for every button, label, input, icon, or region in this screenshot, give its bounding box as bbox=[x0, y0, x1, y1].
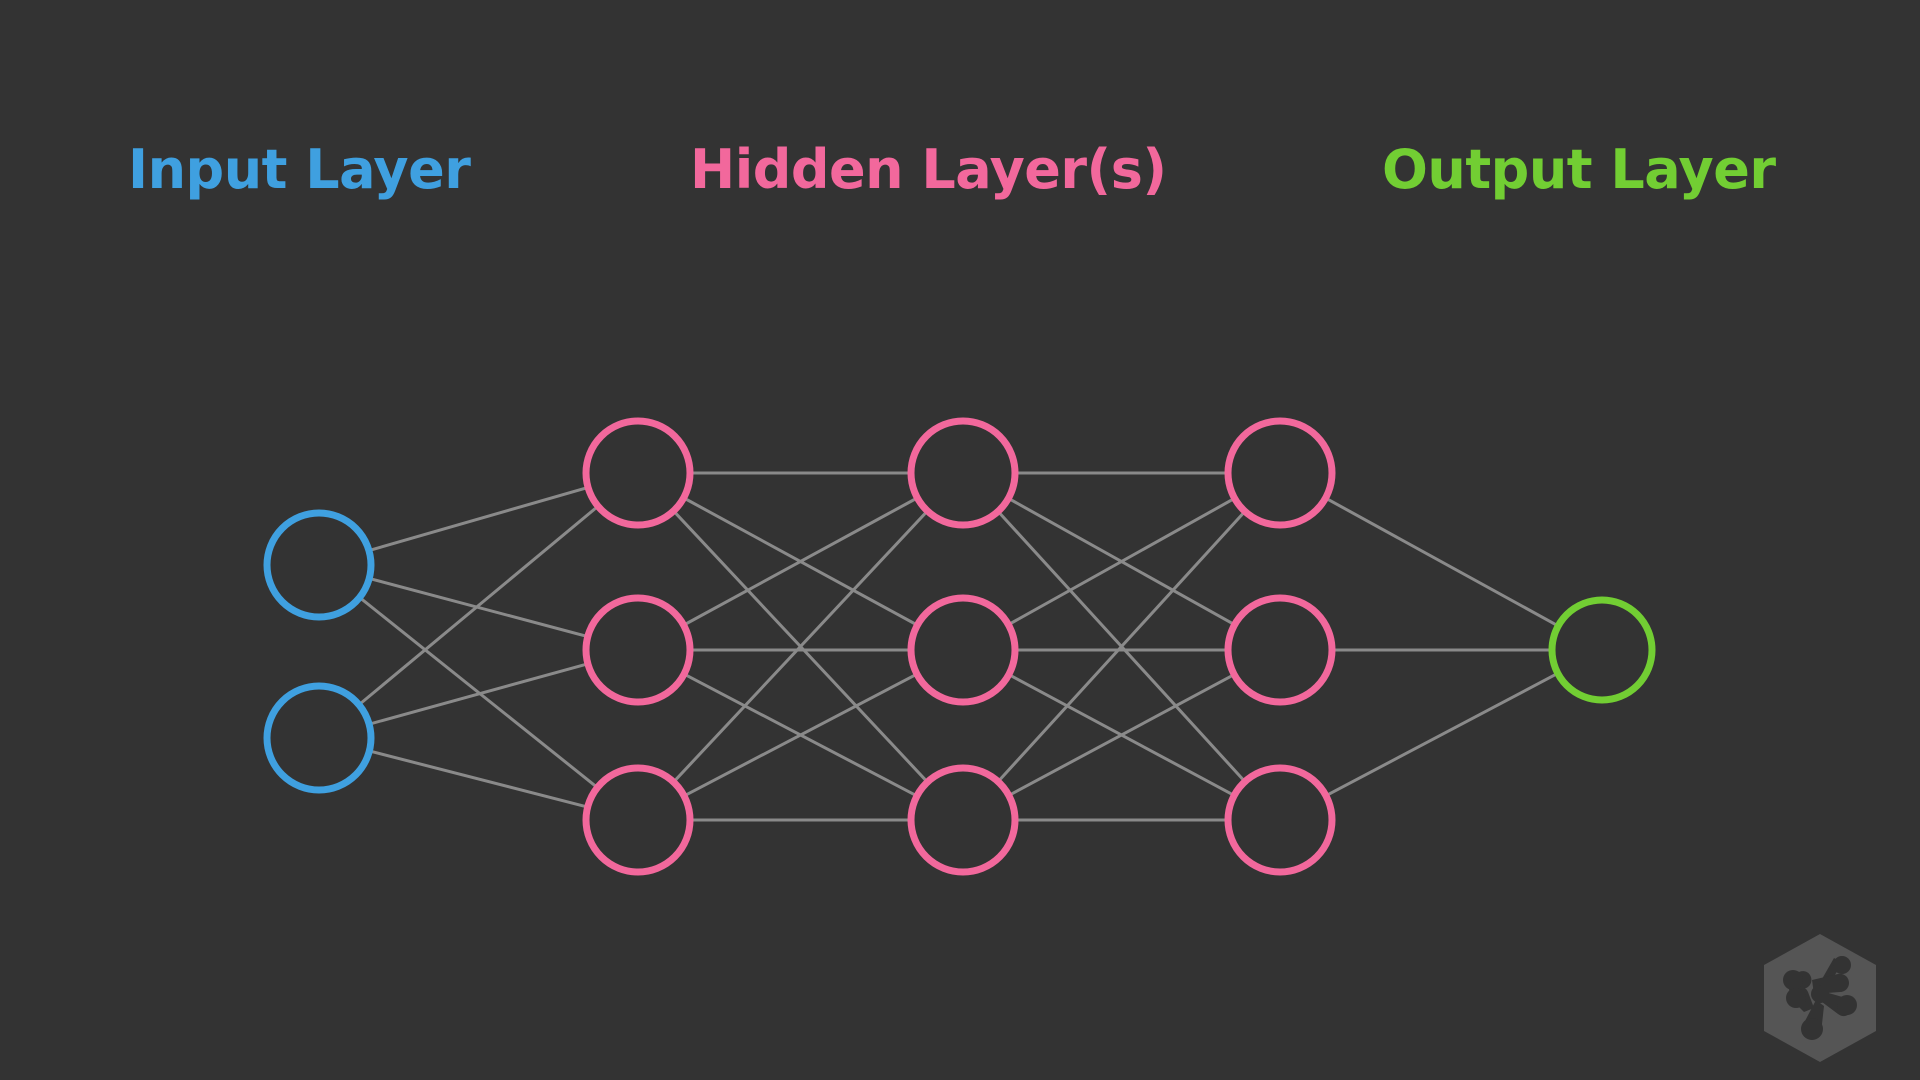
neuron-node-o1 bbox=[1548, 596, 1656, 704]
connection-edge bbox=[996, 509, 1247, 784]
connection-edge bbox=[1006, 496, 1237, 627]
connection-edge bbox=[682, 496, 919, 627]
neuron-node-h1b bbox=[582, 594, 694, 706]
neuron-node-h1c bbox=[582, 764, 694, 876]
neuron-node-i1 bbox=[263, 509, 375, 621]
input-layer-label: Input Layer bbox=[128, 138, 471, 201]
neuron-node-h3c bbox=[1224, 764, 1336, 876]
neuron-node-h2c bbox=[907, 764, 1019, 876]
neuron-nodes bbox=[263, 417, 1656, 876]
hidden-layer-label: Hidden Layer(s) bbox=[690, 138, 1167, 201]
hexagon-logo-watermark-icon bbox=[1764, 934, 1876, 1062]
connection-edge bbox=[1324, 671, 1560, 798]
connection-edge bbox=[357, 504, 600, 707]
connection-edge bbox=[367, 576, 590, 639]
neuron-node-h2b bbox=[907, 594, 1019, 706]
watermark-glyph bbox=[1783, 956, 1857, 1040]
connection-edge bbox=[682, 672, 919, 798]
neuron-node-h2a bbox=[907, 417, 1019, 529]
connection-edge bbox=[1324, 496, 1560, 628]
connection-edge bbox=[367, 485, 590, 553]
neuron-node-h3a bbox=[1224, 417, 1336, 529]
neuron-node-h3b bbox=[1224, 594, 1336, 706]
connection-edges bbox=[357, 471, 1560, 822]
output-layer-label: Output Layer bbox=[1382, 138, 1776, 201]
neuron-node-i2 bbox=[263, 682, 375, 794]
connection-edge bbox=[367, 749, 590, 809]
connection-edge bbox=[367, 662, 590, 726]
neuron-node-h1a bbox=[582, 417, 694, 529]
connection-edge bbox=[1007, 673, 1236, 797]
connection-edge bbox=[672, 509, 929, 784]
